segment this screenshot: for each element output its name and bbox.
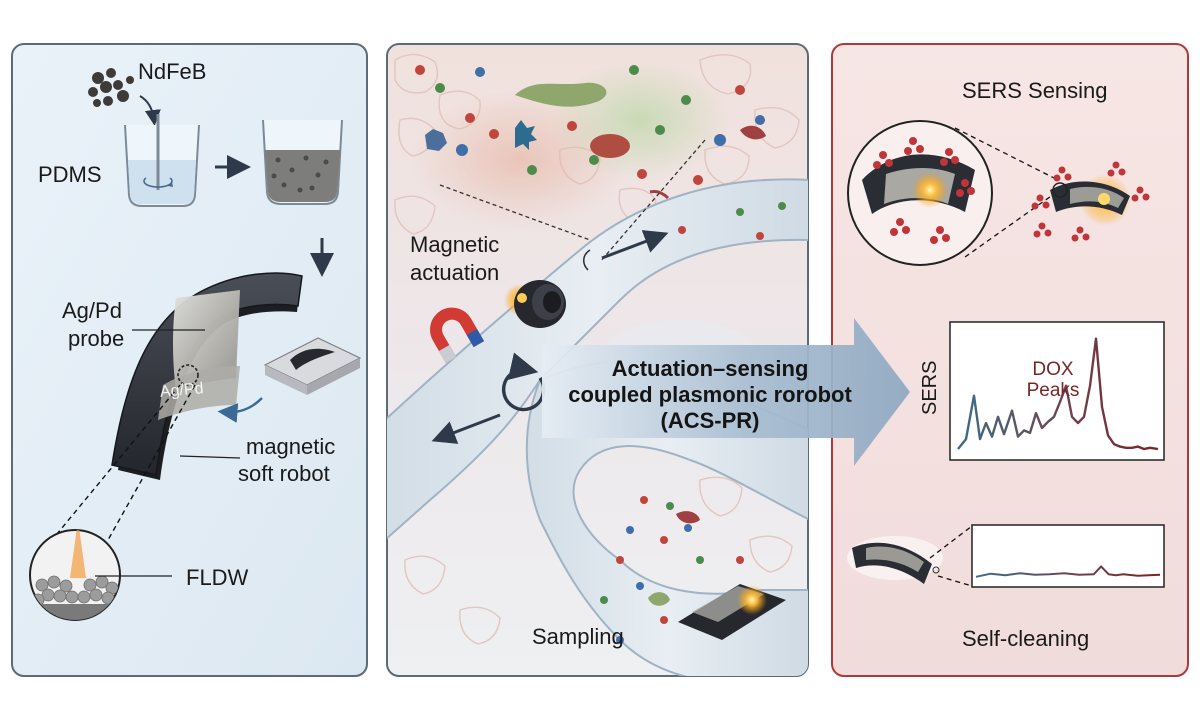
- probe-label-line1: Ag/Pd: [62, 298, 122, 323]
- zoom-line-left: [51, 384, 181, 541]
- magnet-icon: [430, 307, 485, 364]
- sers-spectrum-line: [957, 337, 1159, 451]
- soft-robot-label-line2: soft robot: [238, 461, 330, 486]
- probe-tip-icon: [582, 249, 591, 271]
- sampling-label: Sampling: [532, 624, 624, 649]
- fabrication-panel: [11, 43, 368, 677]
- ndfeb-particles-icon: [88, 68, 134, 107]
- pour-arrow: [139, 95, 161, 126]
- zoom-line-top: [954, 127, 1055, 179]
- acs-pr-title-line3: (ACS-PR): [660, 408, 760, 433]
- actuation-label-line2: actuation: [410, 260, 500, 285]
- rolling-robot-icon: [504, 280, 566, 328]
- sensing-robot-icon: [1031, 161, 1150, 242]
- robot-leader: [179, 455, 241, 459]
- motion-arrow: [601, 230, 669, 260]
- acs-pr-title-line1: Actuation–sensing: [611, 356, 809, 381]
- ndfeb-label: NdFeB: [138, 59, 207, 84]
- sampling-robot-icon: [678, 584, 786, 640]
- acs-pr-title-line2: coupled plasmonic rorobot: [568, 382, 852, 407]
- soft-robot-icon: [111, 272, 303, 480]
- self-cleaning-label: Self-cleaning: [962, 626, 1090, 651]
- probe-surface-label: Ag/Pd: [159, 380, 205, 401]
- soft-robot-label-line1: magnetic: [246, 434, 336, 459]
- acs-pr-title: Actuation–sensing coupled plasmonic roro…: [560, 356, 860, 434]
- sensing-panel: [831, 43, 1189, 677]
- dox-peaks-annotation: DOX Peaks: [1018, 359, 1088, 401]
- sers-axis-label: SERS: [919, 360, 941, 415]
- clean-line-bottom: [937, 575, 973, 587]
- mold-icon: [263, 337, 362, 395]
- actuation-label-line1: Magnetic: [410, 232, 500, 257]
- demold-arrow: [217, 397, 263, 423]
- fldw-label: FLDW: [186, 565, 249, 590]
- beaker-pdms-icon: [124, 114, 200, 207]
- uptake-line-2: [599, 139, 706, 263]
- beaker-composite-icon: [262, 119, 343, 205]
- sers-chart-frame: [949, 321, 1165, 461]
- zoom-line-bottom: [964, 193, 1055, 258]
- dox-label-line1: DOX: [1032, 359, 1074, 380]
- forward-arrow: [431, 413, 501, 444]
- dox-label-line2: Peaks: [1026, 380, 1080, 401]
- probe-label-line2: probe: [68, 326, 125, 351]
- sers-zoom-icon: [847, 120, 993, 266]
- sampling-biomolecules: [600, 496, 744, 644]
- zoom-line-right: [107, 384, 196, 541]
- self-cleaning-robot-icon: [847, 536, 943, 584]
- fldw-zoom-icon: [29, 529, 172, 621]
- sers-sensing-label: SERS Sensing: [962, 78, 1108, 103]
- acs-pr-arrow: [542, 318, 910, 466]
- clean-chart-frame: [971, 524, 1165, 588]
- uptake-line: [439, 184, 591, 241]
- biomolecules: [415, 65, 786, 240]
- clean-spectrum-line: [975, 565, 1161, 578]
- pdms-label: PDMS: [38, 162, 102, 187]
